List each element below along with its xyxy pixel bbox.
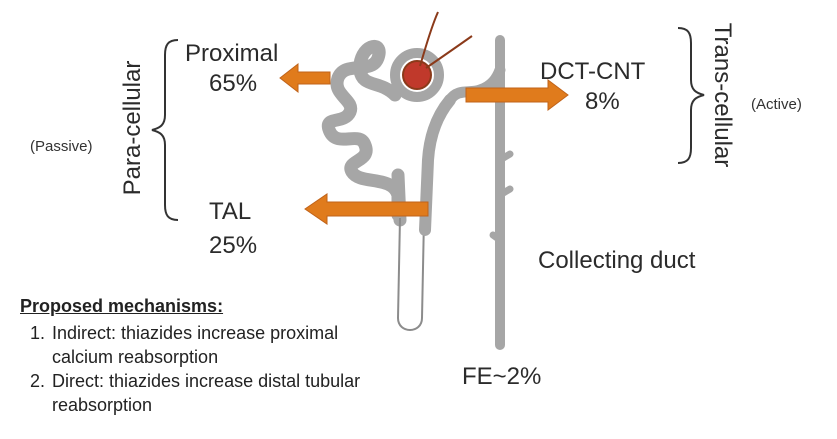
proximal-tubule	[321, 40, 405, 222]
dct-arrow	[465, 79, 569, 111]
right-brace	[677, 27, 705, 164]
trans-cellular-label: Trans-cellular	[709, 22, 736, 168]
thick-ascending-limb	[419, 94, 456, 236]
bowman-capsule	[390, 48, 444, 102]
collecting-duct-label: Collecting duct	[538, 247, 696, 274]
mechanisms-panel: Proposed mechanisms: Indirect: thiazides…	[20, 296, 380, 417]
proximal-arrow	[279, 62, 331, 94]
mechanism-item: Indirect: thiazides increase proximal ca…	[50, 321, 380, 369]
collecting-duct-tick	[496, 185, 514, 199]
tal-arrow	[304, 193, 429, 225]
left-brace	[151, 39, 179, 221]
tal-percent: 25%	[209, 232, 258, 259]
afferent-vessel	[419, 11, 439, 67]
fe-label: FE~2%	[462, 363, 542, 390]
loop-of-henle	[396, 217, 425, 331]
passive-label: (Passive)	[30, 138, 93, 155]
collecting-duct-tick	[496, 150, 514, 164]
dct-cnt-label: DCT-CNT	[540, 58, 646, 85]
dct-percent: 8%	[585, 88, 620, 115]
glomerulus	[402, 60, 432, 90]
collecting-duct-tick	[489, 231, 504, 244]
mechanism-item: Direct: thiazides increase distal tubula…	[50, 369, 380, 417]
mechanisms-list: Indirect: thiazides increase proximal ca…	[20, 321, 380, 417]
para-cellular-label: Para-cellular	[119, 60, 146, 196]
tal-label: TAL	[209, 198, 252, 225]
efferent-vessel	[425, 35, 473, 69]
active-label: (Active)	[751, 96, 802, 113]
proximal-label: Proximal	[185, 40, 279, 67]
mechanisms-title: Proposed mechanisms:	[20, 296, 224, 316]
proximal-percent: 65%	[209, 70, 258, 97]
